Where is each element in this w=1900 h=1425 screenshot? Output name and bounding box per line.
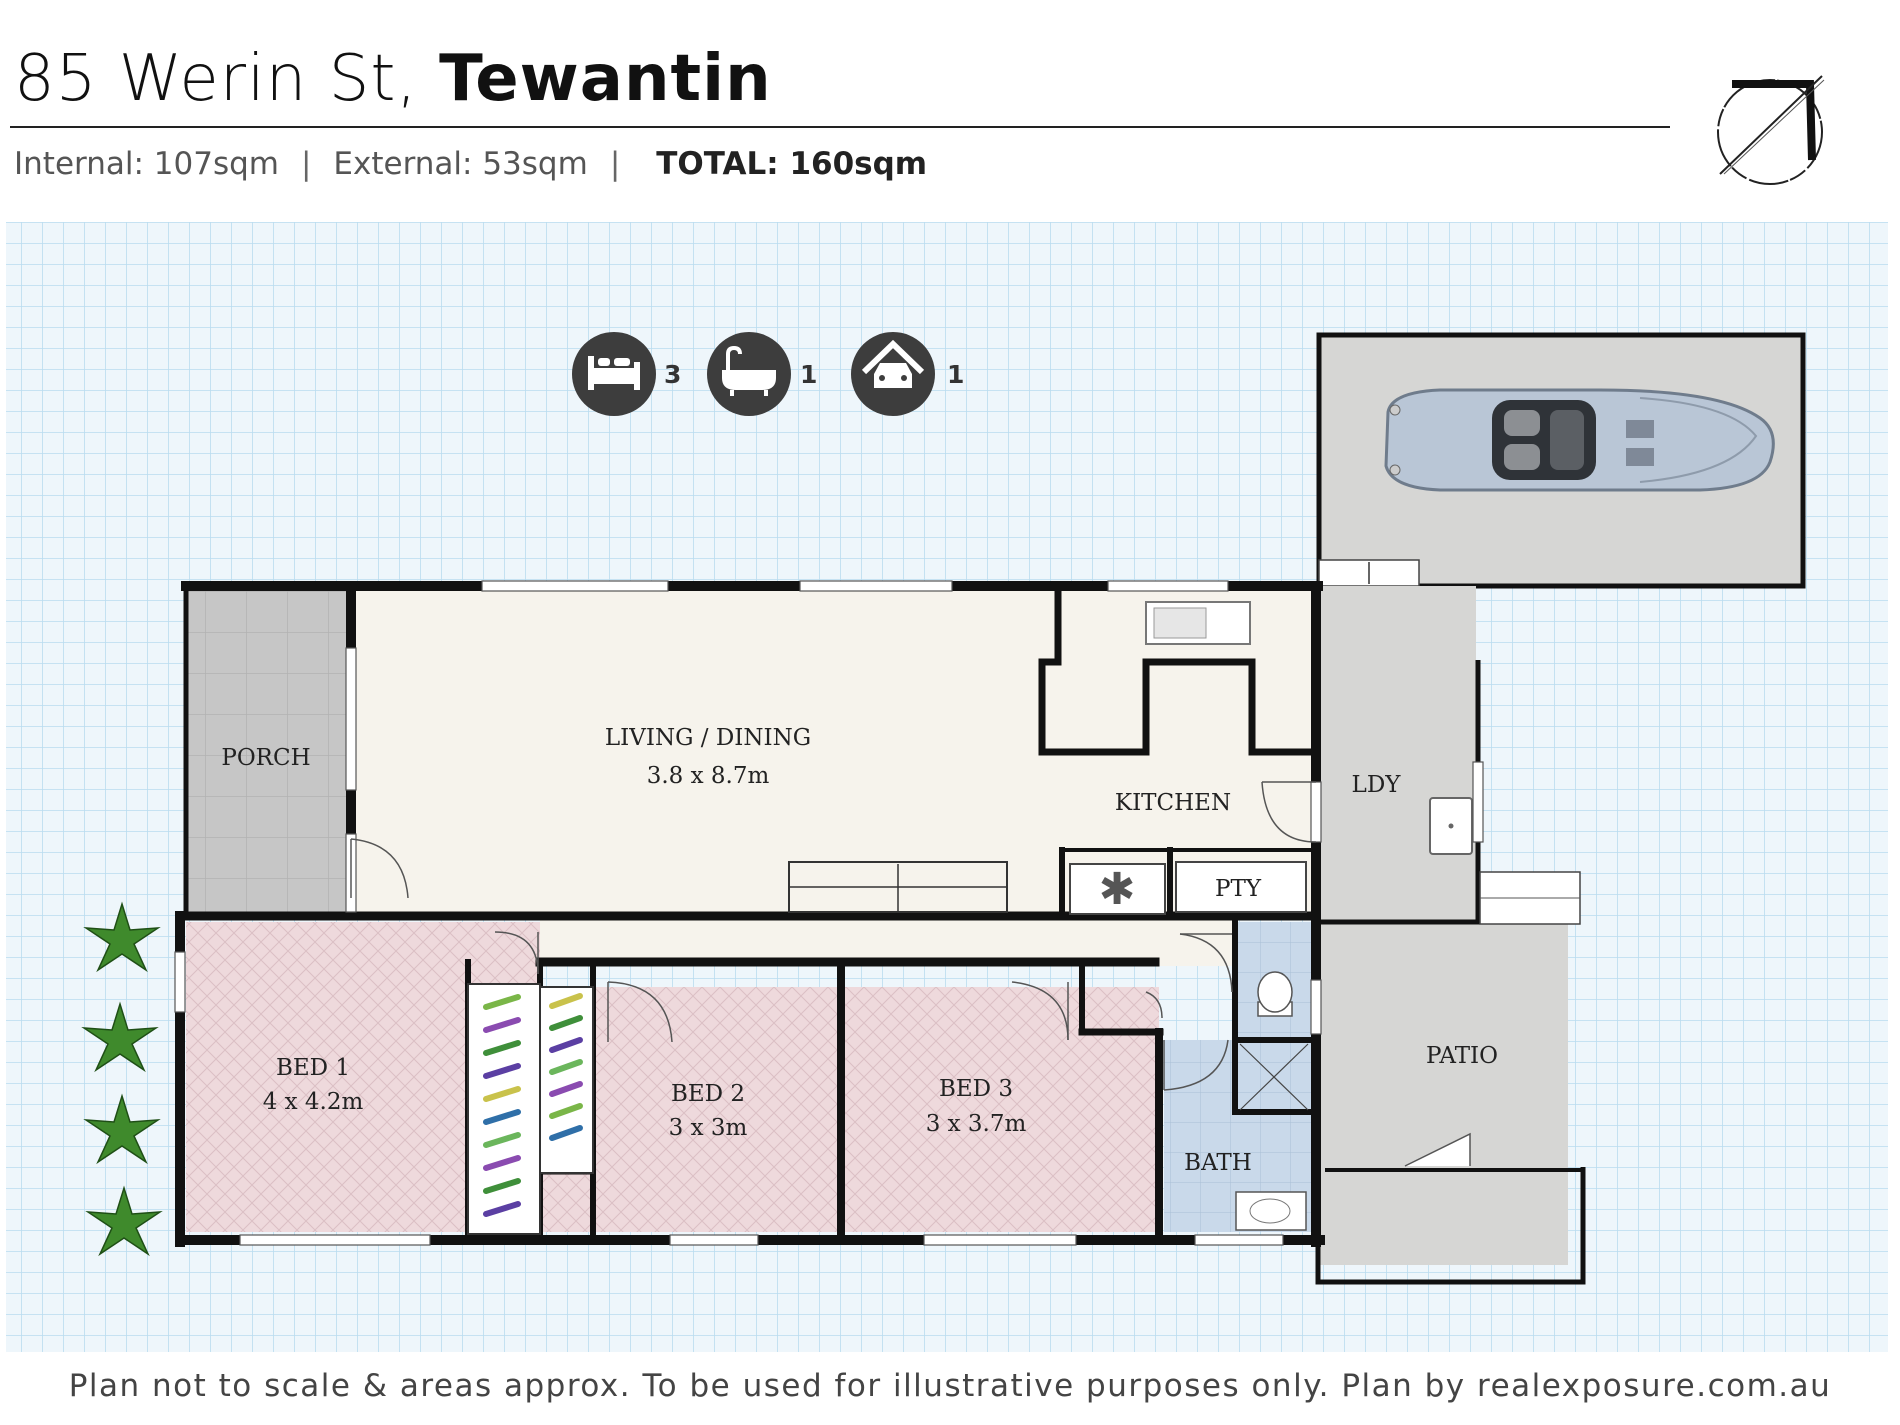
label-bed2: BED 2	[671, 1081, 745, 1107]
feature-garage: 1	[851, 332, 964, 416]
separator: |	[300, 146, 312, 182]
internal-area: Internal: 107sqm	[14, 146, 279, 182]
hangers	[483, 993, 583, 1217]
car-illustration	[1384, 388, 1775, 492]
plant-icon	[83, 901, 161, 973]
laundry-floor	[1320, 586, 1476, 924]
plant-icon	[83, 1093, 161, 1165]
bedroom-count: 3	[664, 360, 681, 389]
stove-icon	[1069, 863, 1166, 915]
external-area: External: 53sqm	[333, 146, 588, 182]
label-living-size: 3.8 x 8.7m	[647, 763, 770, 789]
header-divider	[10, 126, 1670, 128]
wardrobe-bed2	[539, 986, 594, 1174]
plant-icon	[81, 1001, 159, 1073]
plant-icon	[85, 1185, 163, 1257]
label-bath: BATH	[1184, 1150, 1252, 1176]
label-kitchen: KITCHEN	[1115, 790, 1231, 816]
feature-bathrooms: 1	[707, 332, 817, 416]
separator: |	[609, 146, 621, 182]
label-bed1-size: 4 x 4.2m	[263, 1089, 364, 1115]
label-patio: PATIO	[1426, 1043, 1498, 1069]
bed3-floor	[845, 987, 1159, 1232]
feature-bedrooms: 3	[572, 332, 681, 416]
label-bed2-size: 3 x 3m	[669, 1115, 748, 1141]
label-bed3-size: 3 x 3.7m	[926, 1111, 1027, 1137]
floor-plan: 3 1 1	[6, 222, 1888, 1352]
label-bed3: BED 3	[939, 1076, 1013, 1102]
patio-floor	[1320, 924, 1568, 1265]
area-summary: Internal: 107sqm | External: 53sqm | TOTAL: …	[14, 146, 927, 182]
toilet-icon	[1257, 971, 1293, 1017]
bathroom-count: 1	[800, 360, 817, 389]
windows	[174, 580, 1484, 1246]
total-area: TOTAL: 160sqm	[656, 146, 928, 182]
garage-count: 1	[947, 360, 964, 389]
label-bed1: BED 1	[276, 1055, 350, 1081]
street-address: 85 Werin St,	[14, 42, 418, 116]
label-living: LIVING / DINING	[605, 725, 811, 751]
north-arrow-icon	[1717, 75, 1825, 185]
disclaimer: Plan not to scale & areas approx. To be …	[68, 1368, 1832, 1404]
property-address: 85 Werin St, Tewantin	[14, 42, 772, 116]
shower-icon	[1239, 1043, 1309, 1111]
garden-plants	[81, 901, 163, 1257]
label-pantry: PTY	[1215, 876, 1262, 902]
svg-text:✱: ✱	[1099, 864, 1136, 915]
doors	[350, 781, 1317, 1091]
suburb-name: Tewantin	[439, 42, 772, 116]
label-porch: PORCH	[221, 745, 310, 771]
porch-floor	[186, 586, 351, 916]
bed2-floor	[593, 987, 839, 1232]
label-laundry: LDY	[1352, 772, 1402, 798]
